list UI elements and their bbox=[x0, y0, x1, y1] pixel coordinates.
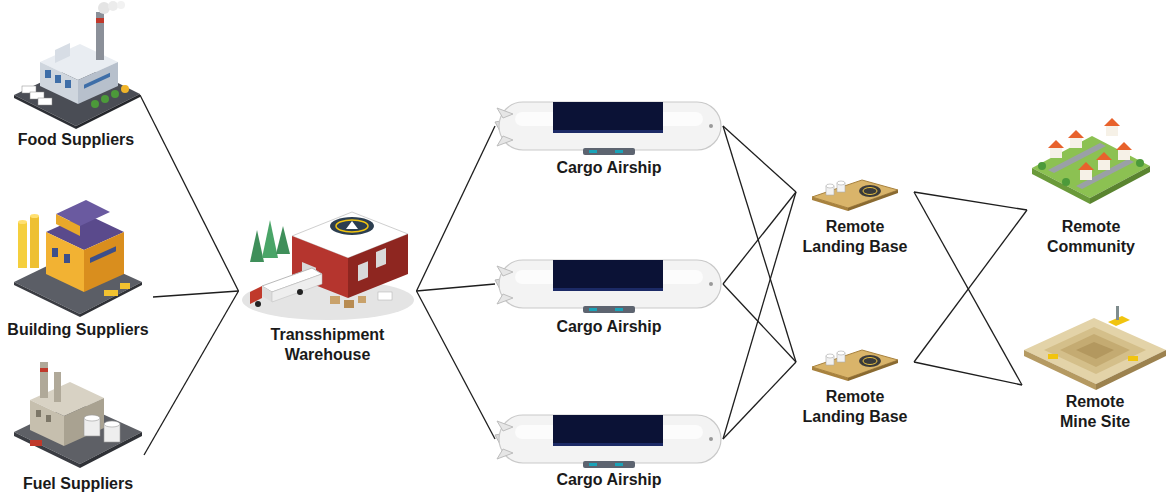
connector-line bbox=[417, 126, 496, 291]
node-label: Cargo Airship bbox=[556, 158, 661, 178]
airship-node: Cargo Airship bbox=[495, 255, 723, 339]
node-label: Cargo Airship bbox=[556, 317, 661, 337]
food-factory-icon bbox=[14, 1, 140, 129]
airship-icon bbox=[495, 415, 721, 468]
landing-base-icon bbox=[812, 180, 898, 211]
supplier-node: Food Suppliers bbox=[12, 5, 140, 152]
connector-line bbox=[914, 192, 1027, 210]
supplier-node: Building Suppliers bbox=[3, 190, 153, 342]
connector-line bbox=[723, 192, 796, 439]
connector-line bbox=[914, 210, 1027, 362]
connector-line bbox=[914, 362, 1022, 385]
connector-line bbox=[417, 284, 496, 291]
airship-node: Cargo Airship bbox=[495, 410, 723, 492]
community-icon bbox=[1032, 118, 1150, 204]
building-supplier-icon bbox=[14, 200, 142, 317]
connector-line bbox=[723, 284, 796, 362]
node-label: Fuel Suppliers bbox=[23, 474, 133, 494]
connector-line bbox=[723, 362, 796, 439]
airship-icon bbox=[495, 102, 721, 155]
node-label: Remote Landing Base bbox=[800, 387, 910, 427]
connector-line bbox=[723, 126, 796, 192]
airship-icon bbox=[495, 260, 721, 313]
airship-node: Cargo Airship bbox=[495, 98, 723, 180]
landing-base-icon bbox=[812, 350, 898, 381]
connector-line bbox=[417, 291, 496, 439]
connector-line bbox=[723, 126, 796, 362]
node-label: Remote Mine Site bbox=[1048, 392, 1143, 432]
connector-line bbox=[140, 95, 239, 291]
node-label: Food Suppliers bbox=[18, 130, 134, 150]
mine-node: Remote Mine Site bbox=[1022, 305, 1168, 434]
mine-icon bbox=[1024, 306, 1166, 390]
fuel-supplier-icon bbox=[14, 362, 142, 468]
node-label: Remote Landing Base bbox=[800, 217, 910, 257]
connector-line bbox=[723, 192, 796, 284]
supplier-node: Fuel Suppliers bbox=[12, 355, 144, 496]
node-label: Transshipment Warehouse bbox=[243, 325, 413, 365]
node-label: Cargo Airship bbox=[556, 470, 661, 490]
warehouse-node: Transshipment Warehouse bbox=[239, 195, 417, 367]
community-node: Remote Community bbox=[1027, 115, 1155, 259]
connector-line bbox=[153, 291, 239, 297]
landing-base-node: Remote Landing Base bbox=[796, 170, 914, 259]
node-label: Remote Community bbox=[1031, 217, 1151, 257]
connector-line bbox=[144, 291, 239, 455]
warehouse-icon bbox=[242, 212, 414, 320]
landing-base-node: Remote Landing Base bbox=[796, 340, 914, 429]
node-label: Building Suppliers bbox=[7, 320, 148, 340]
